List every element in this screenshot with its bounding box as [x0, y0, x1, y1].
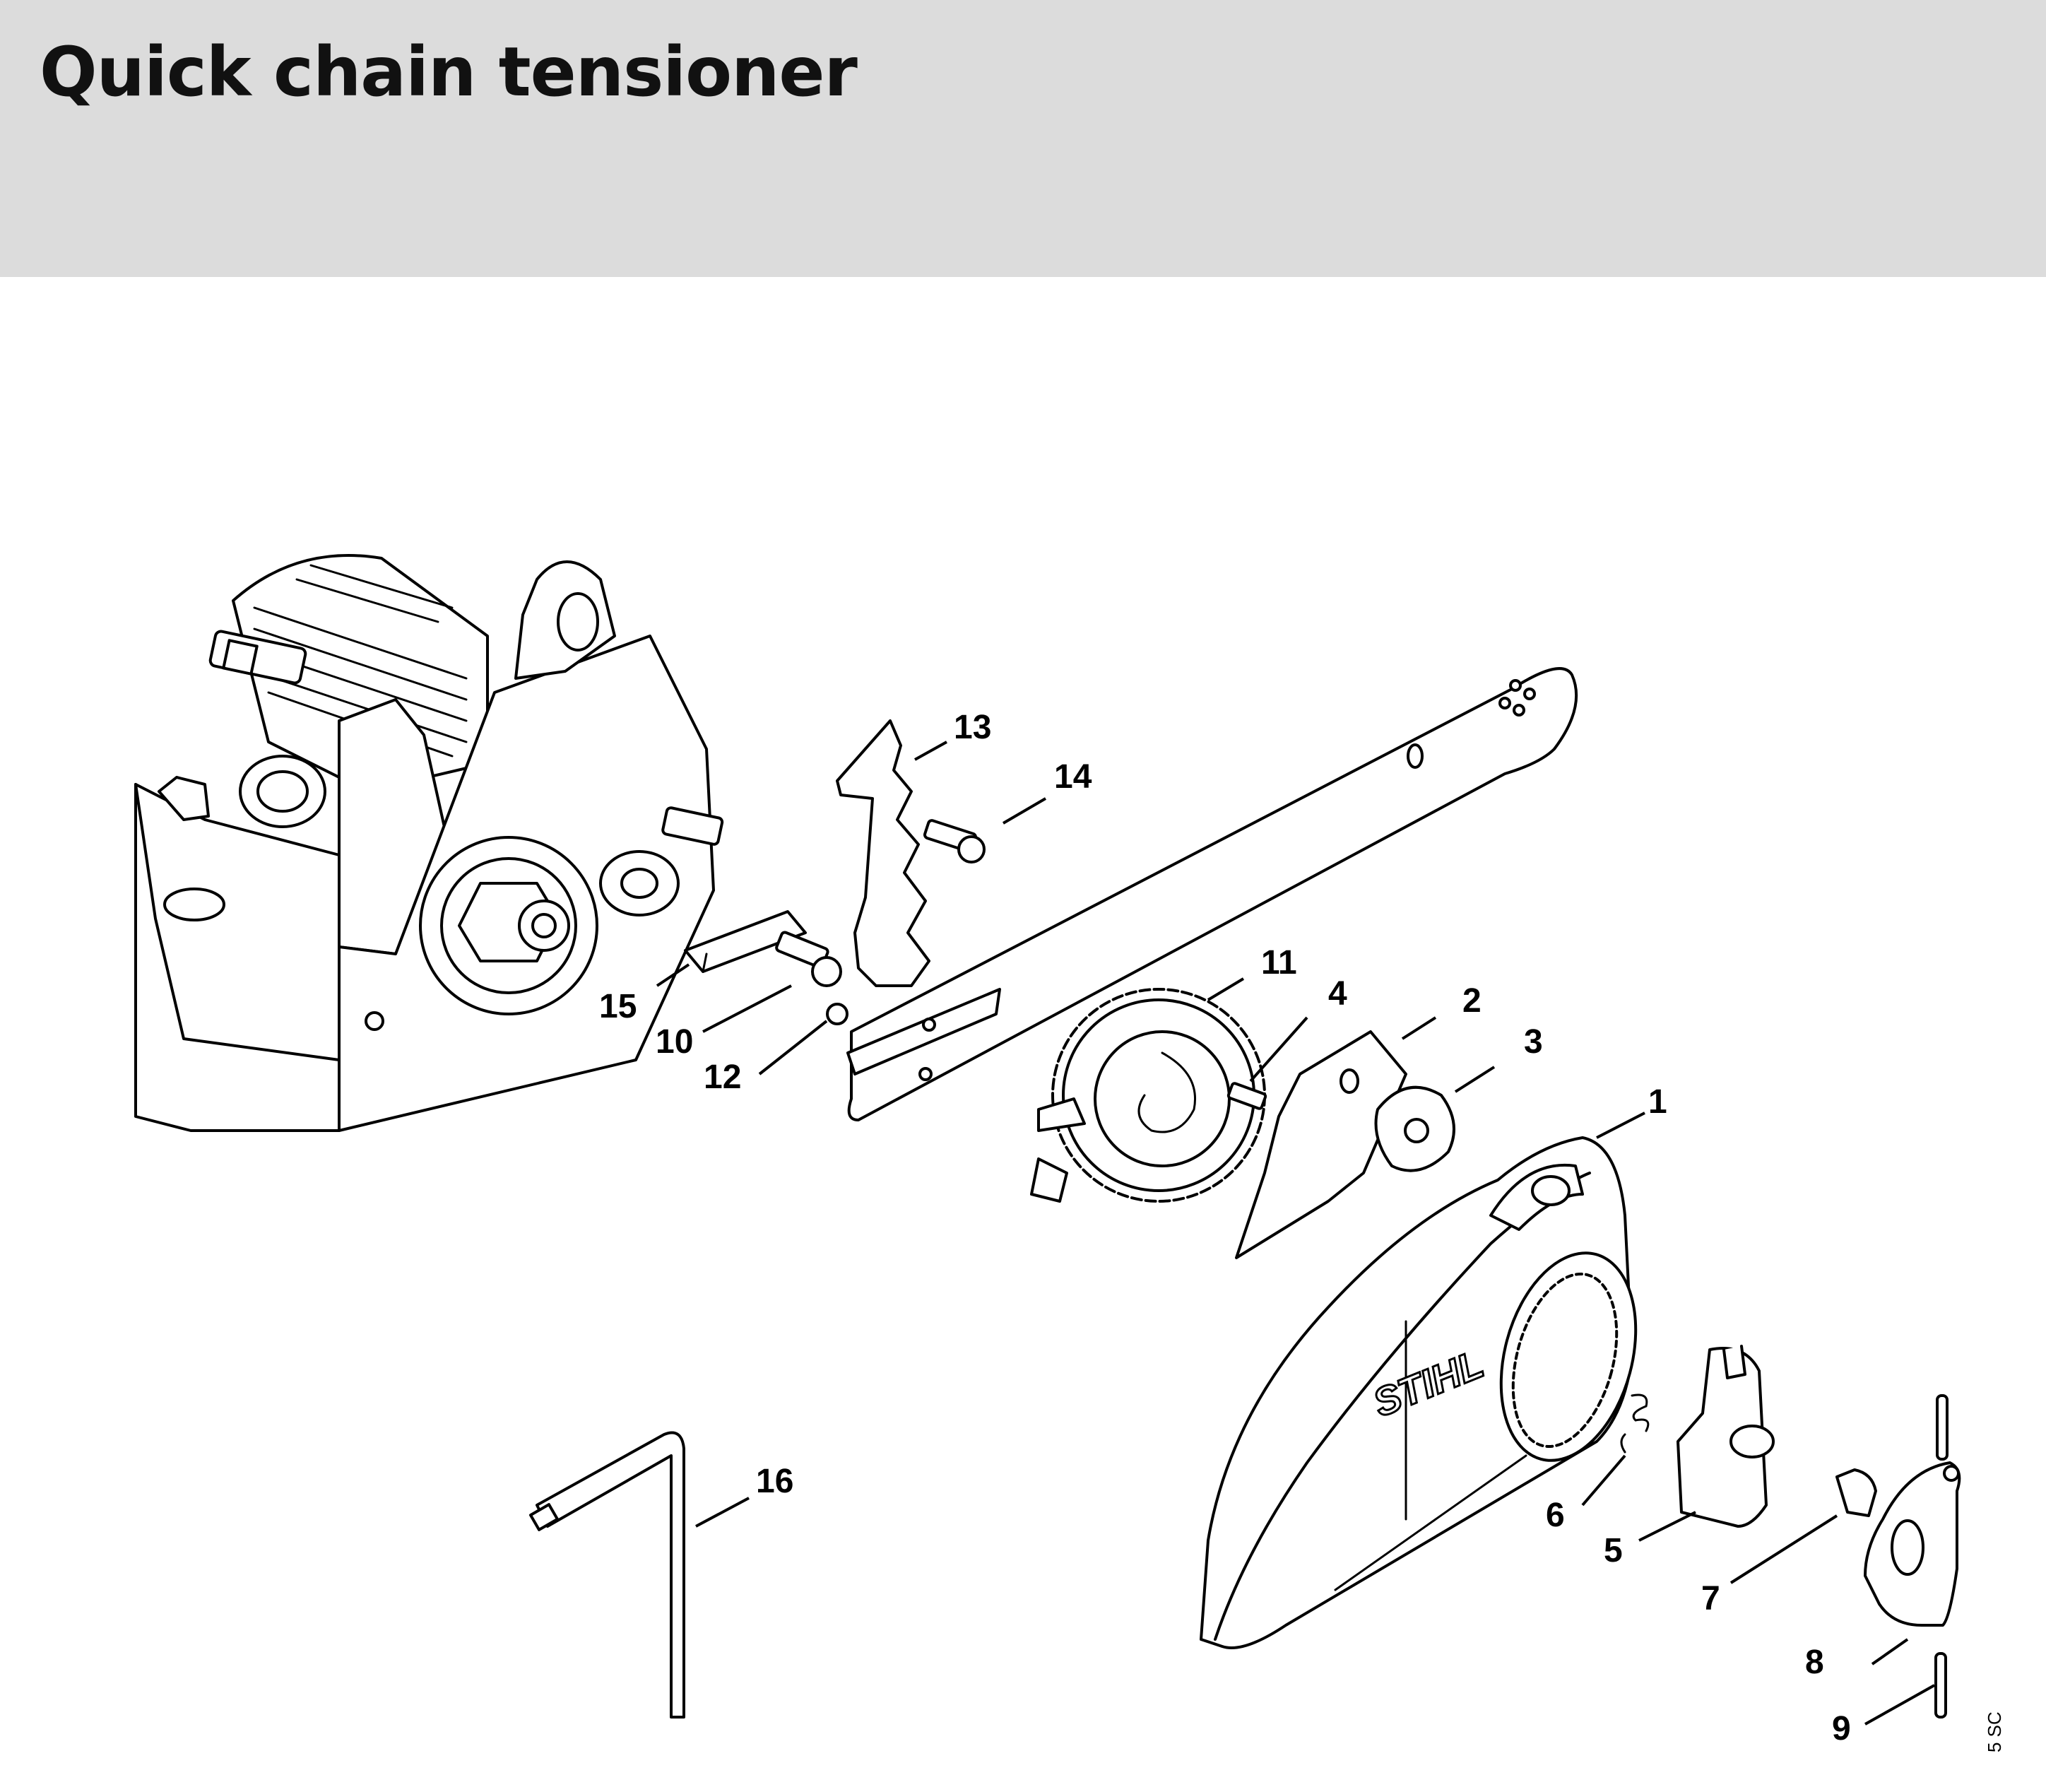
- thrust-pad: [684, 910, 807, 973]
- callout-13: 13: [954, 709, 991, 746]
- clutch-sprocket: [419, 836, 598, 1015]
- callout-15: 15: [599, 988, 637, 1025]
- callout-9: 9: [1832, 1710, 1851, 1747]
- bar-stud: [599, 806, 724, 916]
- knob-3: [1374, 1085, 1455, 1172]
- callout-11: 11: [1261, 944, 1297, 982]
- sprocket-cover: STIHL: [1200, 1136, 1638, 1649]
- screw-14: [923, 819, 986, 863]
- callout-14: 14: [1054, 758, 1092, 796]
- callout-8: 8: [1805, 1644, 1824, 1681]
- page-title: Quick chain tensioner: [40, 33, 858, 112]
- callout-12: 12: [704, 1059, 741, 1096]
- hex-wrench: [529, 1431, 685, 1719]
- spark-plug: [208, 630, 307, 685]
- cam-5: [1677, 1345, 1775, 1528]
- cover-plate: [1235, 1030, 1407, 1259]
- callout-5: 5: [1604, 1532, 1623, 1569]
- callout-4: 4: [1328, 975, 1347, 1013]
- tensioner-gear: [1030, 988, 1266, 1203]
- callout-6: 6: [1546, 1497, 1565, 1534]
- engine-housing: [134, 554, 724, 1132]
- callout-3: 3: [1524, 1023, 1543, 1061]
- callout-labels: 1 2 3 4 5 6 7 8 9 10 11 12 13 14 15 16: [599, 709, 1851, 1747]
- callout-16: 16: [756, 1463, 793, 1500]
- drawing-code: 5 SC: [1984, 1711, 2005, 1752]
- spring-6: [1620, 1393, 1650, 1454]
- pawl-7: [1835, 1468, 1877, 1517]
- callout-7: 7: [1701, 1580, 1720, 1617]
- leader-lines: [656, 741, 1935, 1726]
- callout-1: 1: [1648, 1083, 1667, 1121]
- pin-9-lower: [1934, 1652, 1947, 1719]
- nut-12: [826, 1003, 848, 1025]
- screw-4: [1226, 1082, 1267, 1110]
- callout-10: 10: [656, 1023, 693, 1061]
- screw-10: [775, 931, 842, 987]
- pin-9-upper: [1936, 1394, 1949, 1461]
- header-band: [0, 0, 2046, 277]
- baffle-plate: [836, 719, 930, 987]
- guide-bar: [846, 667, 1578, 1121]
- callout-2: 2: [1462, 982, 1482, 1020]
- lever-8: [1864, 1461, 1961, 1627]
